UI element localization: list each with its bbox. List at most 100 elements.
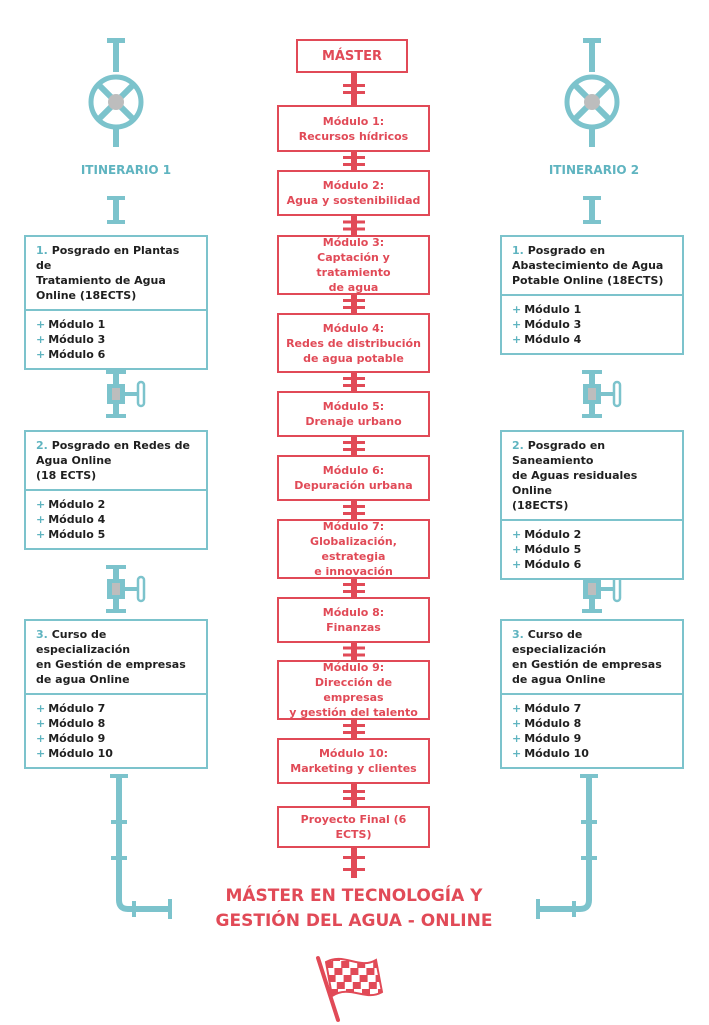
card-number: 1. (512, 244, 524, 257)
module-box: Módulo 8: Finanzas (277, 597, 430, 643)
card-module-label: Módulo 8 (48, 717, 106, 730)
card-module-item: +Módulo 9 (512, 731, 682, 746)
card-title-line: de agua Online (36, 672, 198, 687)
connector-icon (343, 437, 365, 455)
module-text-line: Módulo 10: (318, 747, 389, 760)
card-number: 3. (36, 628, 48, 641)
card-title-line: 1. Posgrado en Plantas de (36, 243, 198, 273)
card-module-label: Módulo 7 (48, 702, 106, 715)
card-title-line: de Aguas residuales Online (512, 468, 674, 498)
module-box: Módulo 6: Depuración urbana (277, 455, 430, 501)
card-title-line: Potable Online (18ECTS) (512, 273, 674, 288)
card-module-item: +Módulo 4 (36, 512, 206, 527)
card-module-item: +Módulo 2 (36, 497, 206, 512)
card-module-label: Módulo 9 (524, 732, 582, 745)
card-module-item: +Módulo 8 (36, 716, 206, 731)
card-title-text: Curso de especialización (512, 628, 607, 656)
pipe-valve-icon (106, 370, 146, 418)
connector-icon (343, 501, 365, 519)
pipe-icon (116, 778, 592, 912)
module-text-line: Módulo 7: (322, 520, 385, 533)
plus-icon: + (36, 318, 46, 331)
module-text-line: Módulo 4: (322, 321, 385, 335)
card-title-line: 3. Curso de especialización (512, 627, 674, 657)
connector-icon (343, 152, 365, 170)
card-number: 2. (512, 439, 524, 452)
module-box: Módulo 2:Agua y sostenibilidad (277, 170, 430, 216)
card-title-text: en Gestión de empresas (36, 658, 186, 671)
card-title-text: Posgrado en Saneamiento (512, 439, 606, 467)
module-text-line: y gestión del talento (289, 706, 418, 719)
card-module-item: +Módulo 7 (512, 701, 682, 716)
card-module-list: +Módulo 1+Módulo 3+Módulo 4 (502, 296, 682, 353)
card-module-list: +Módulo 2+Módulo 4+Módulo 5 (26, 491, 206, 548)
card-module-item: +Módulo 9 (36, 731, 206, 746)
card-module-item: +Módulo 4 (512, 332, 682, 347)
card-module-label: Módulo 4 (48, 513, 106, 526)
card-title-line: en Gestión de empresas (36, 657, 198, 672)
red-connectors (343, 73, 365, 878)
card-title-line: 2. Posgrado en Saneamiento (512, 438, 674, 468)
card-title-line: 3. Curso de especialización (36, 627, 198, 657)
card-module-list: +Módulo 2+Módulo 5+Módulo 6 (502, 521, 682, 578)
card-module-label: Módulo 6 (524, 558, 582, 571)
card-title-line: (18ECTS) (512, 498, 674, 513)
plus-icon: + (36, 732, 46, 745)
card-module-label: Módulo 9 (48, 732, 106, 745)
card-module-label: Módulo 3 (48, 333, 106, 346)
card-module-item: +Módulo 8 (512, 716, 682, 731)
card-module-list: +Módulo 7+Módulo 8+Módulo 9+Módulo 10 (26, 695, 206, 767)
pipe-valve-icon (582, 370, 622, 418)
card-module-label: Módulo 8 (524, 717, 582, 730)
plus-icon: + (512, 303, 522, 316)
card-title-text: Curso de especialización (36, 628, 131, 656)
itinerary-1-label: ITINERARIO 1 (80, 163, 172, 177)
card-title-text: (18ECTS) (512, 499, 569, 512)
plus-icon: + (512, 558, 522, 571)
module-text-line: Módulo 6: (322, 464, 385, 477)
card-module-label: Módulo 7 (524, 702, 582, 715)
module-text-line: Depuración urbana (294, 479, 413, 492)
card-module-item: +Módulo 7 (36, 701, 206, 716)
card-title-text: Abastecimiento de Agua (512, 259, 664, 272)
plus-icon: + (512, 318, 522, 331)
module-text-line: Módulo 5: (322, 400, 385, 413)
module-text-line: Finanzas (326, 621, 381, 634)
plus-icon: + (36, 702, 46, 715)
module-text-line: Módulo 8: (322, 606, 385, 619)
card-module-list: +Módulo 7+Módulo 8+Módulo 9+Módulo 10 (502, 695, 682, 767)
module-text-line: e innovación (314, 565, 393, 578)
card-module-label: Módulo 3 (524, 318, 582, 331)
card-title-line: Online (18ECTS) (36, 288, 198, 303)
final-title-line: GESTIÓN DEL AGUA - ONLINE (215, 911, 493, 931)
module-box: Módulo 10:Marketing y clientes (277, 738, 430, 784)
card-title-text: de Aguas residuales Online (512, 469, 638, 497)
card-module-item: +Módulo 6 (36, 347, 206, 362)
card-module-label: Módulo 2 (48, 498, 106, 511)
plus-icon: + (512, 702, 522, 715)
card-title-text: Posgrado en Plantas de (36, 244, 180, 272)
card-title-text: Online (18ECTS) (36, 289, 137, 302)
pipe-valve-icon (106, 565, 146, 613)
master-label: MÁSTER (321, 48, 383, 64)
card-title-text: (18 ECTS) (36, 469, 97, 482)
module-text-line: Redes de distribución (286, 336, 421, 350)
card-title-text: Posgrado en (527, 244, 606, 257)
plus-icon: + (36, 498, 46, 511)
connector-icon (343, 73, 365, 105)
card-number: 1. (36, 244, 48, 257)
card-title-text: Tratamiento de Agua (36, 274, 166, 287)
plus-icon: + (512, 732, 522, 745)
connector-icon (343, 373, 365, 391)
